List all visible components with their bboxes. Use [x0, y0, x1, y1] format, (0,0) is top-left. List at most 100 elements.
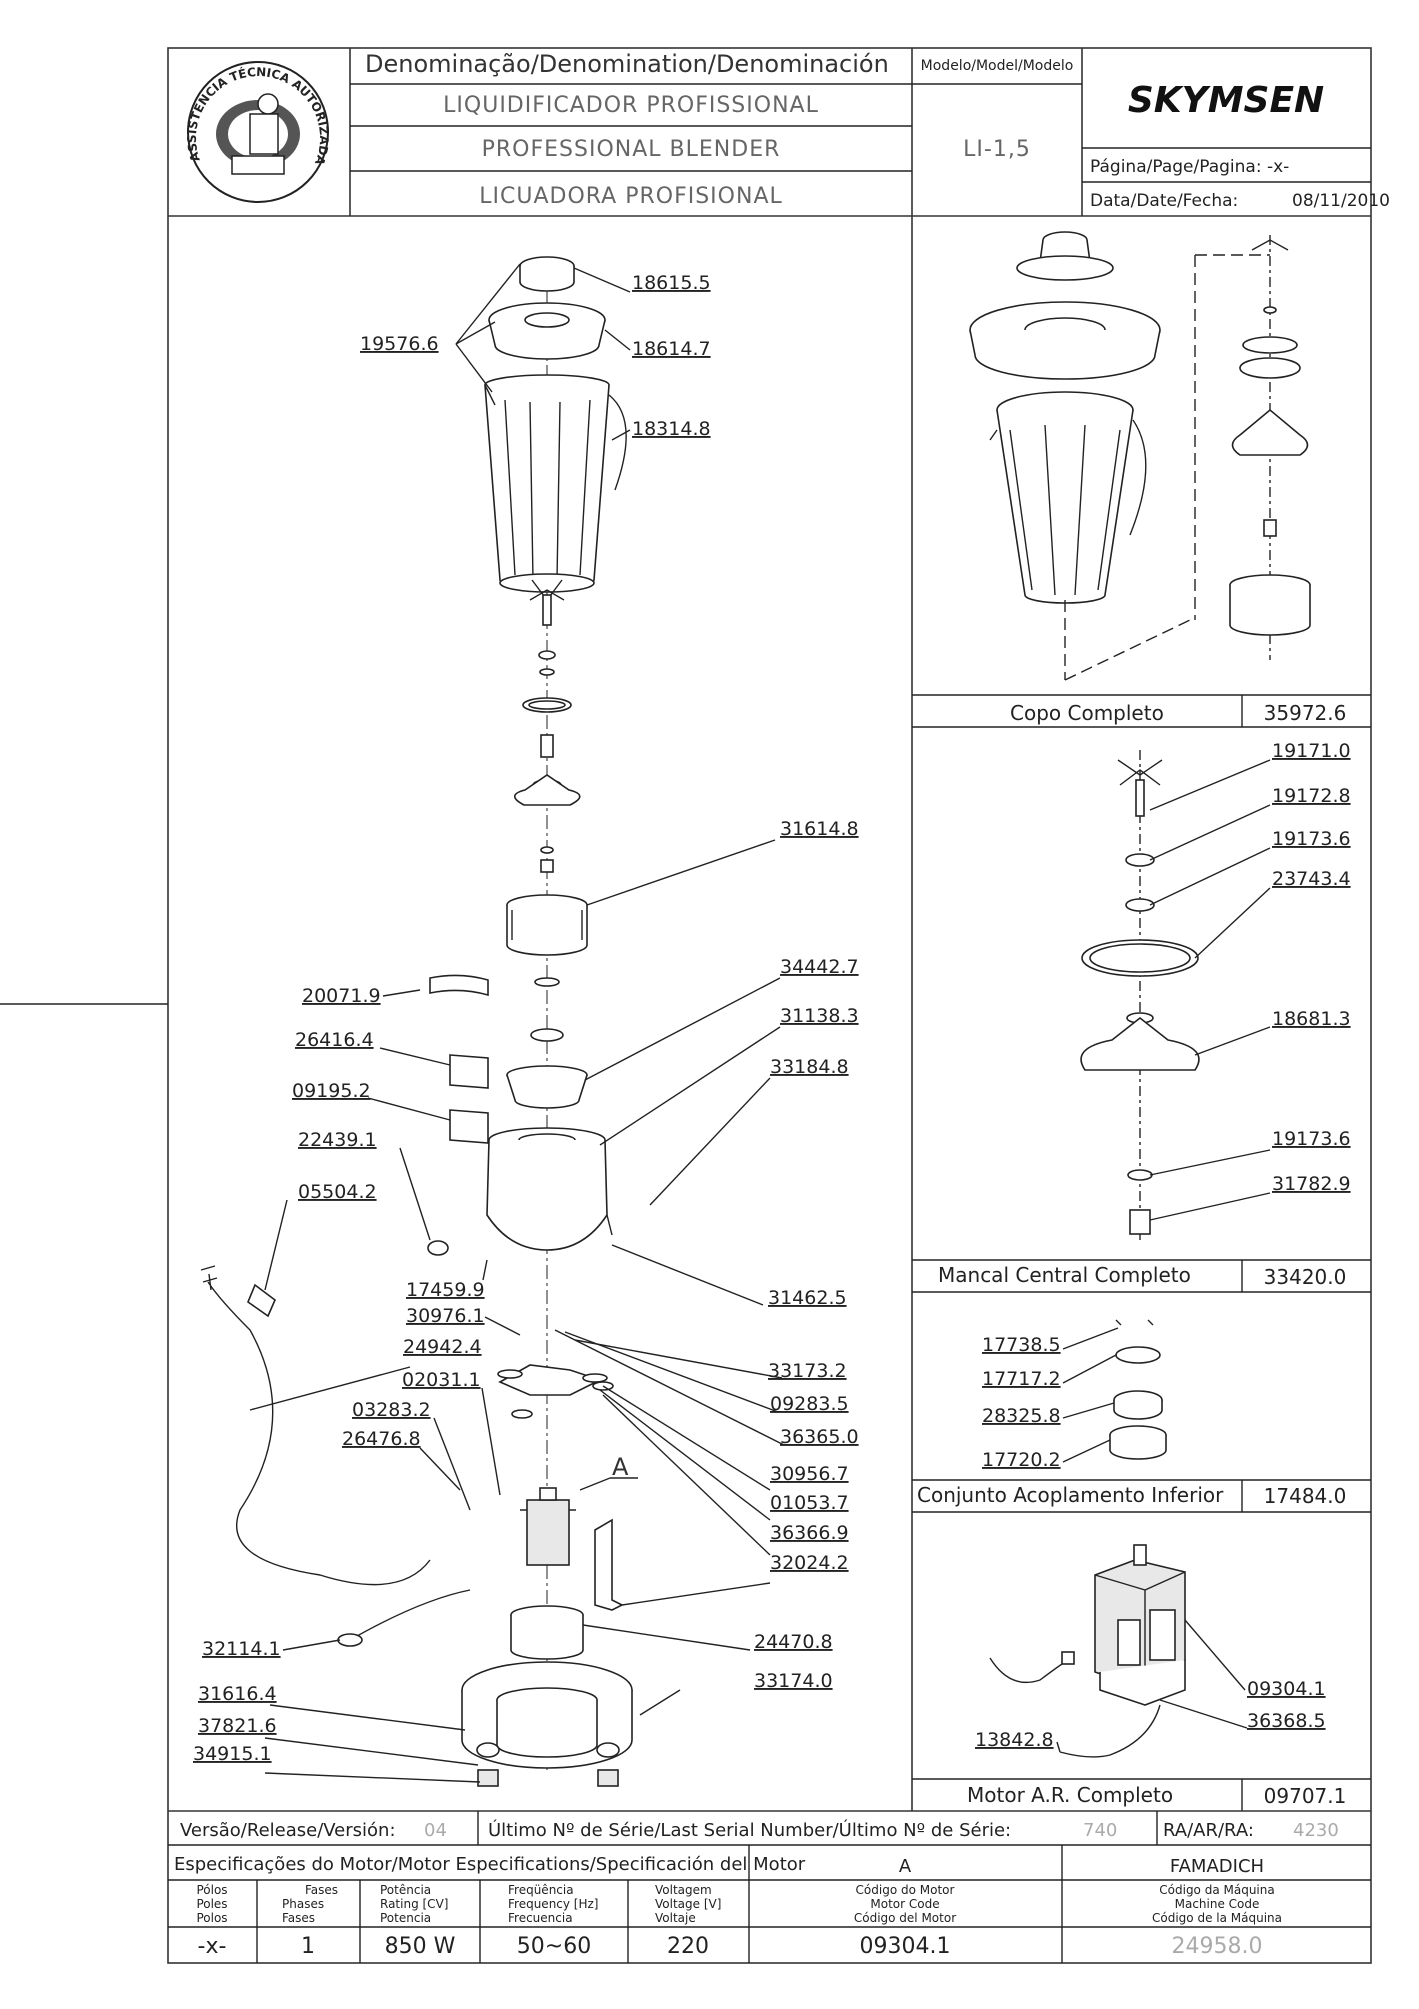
page-label: Página/Page/Pagina: -x-: [1090, 157, 1289, 177]
sticker: [449, 1054, 489, 1089]
part-label: 19171.0: [1272, 740, 1351, 762]
knob: [427, 1240, 449, 1256]
part-label: 31462.5: [768, 1287, 847, 1309]
part-label: 22439.1: [298, 1129, 377, 1151]
part-label: 33173.2: [768, 1360, 847, 1382]
label-plate: [429, 974, 489, 997]
part-label: 33174.0: [754, 1670, 833, 1692]
col-machine-code-l3: Código de la Máquina: [1152, 1911, 1282, 1925]
spec-column-headers: Pólos Poles Polos Fases Phases Fases Pot…: [196, 1883, 1282, 1925]
name-portuguese: LIQUIDIFICADOR PROFISSIONAL: [443, 93, 819, 118]
leader-lines: [249, 263, 785, 1783]
motor-view: [989, 1544, 1186, 1758]
part-label: 26416.4: [295, 1029, 374, 1051]
col-machine-code-l2: Machine Code: [1175, 1897, 1260, 1911]
motor-housing: [486, 1127, 613, 1251]
col-motor-code-l1: Código do Motor: [856, 1883, 955, 1897]
motor-labels: 09304.1 36368.5 13842.8: [975, 1678, 1326, 1751]
mancal-title: Mancal Central Completo: [938, 1263, 1191, 1287]
col-poles-l3: Polos: [196, 1911, 227, 1925]
denomination-label: Denominação/Denomination/Denominación: [365, 50, 889, 78]
value-phases: 1: [301, 1934, 315, 1959]
copo-view: [969, 231, 1311, 681]
part-label: 13842.8: [975, 1729, 1054, 1751]
part-label: 31614.8: [780, 818, 859, 840]
model-value: LI-1,5: [963, 137, 1031, 162]
acoplamento-leaders: [1062, 1327, 1119, 1463]
name-spanish: LICUADORA PROFISIONAL: [479, 184, 783, 209]
col-poles-l1: Pólos: [196, 1883, 227, 1897]
copo-code: 35972.6: [1264, 701, 1347, 725]
blender-base: [461, 1661, 633, 1787]
col-frequency-l1: Freqüência: [508, 1883, 574, 1897]
part-label: 24942.4: [403, 1336, 482, 1358]
col-voltage-l3: Voltaje: [655, 1911, 696, 1925]
mancal-view: [1080, 750, 1200, 1240]
part-label: 34442.7: [780, 956, 859, 978]
acoplamento-code: 17484.0: [1264, 1484, 1347, 1508]
washer: [534, 977, 560, 987]
mancal-leaders: [1149, 759, 1271, 1221]
col-voltage-l2: Voltage [V]: [655, 1897, 721, 1911]
part-label: 17738.5: [982, 1334, 1061, 1356]
part-label: 09283.5: [770, 1393, 849, 1415]
motor: [520, 1487, 576, 1566]
motor-mount-plate: [497, 1364, 614, 1419]
col-frequency-l2: Frequency [Hz]: [508, 1897, 599, 1911]
part-label: 05504.2: [298, 1181, 377, 1203]
part-label: 17717.2: [982, 1368, 1061, 1390]
ra-value: 4230: [1293, 1820, 1339, 1841]
part-label: 18681.3: [1272, 1008, 1351, 1030]
spec-a: A: [899, 1856, 912, 1877]
part-label: 33184.8: [770, 1056, 849, 1078]
part-label: 32114.1: [202, 1638, 281, 1660]
detail-marker-a: A: [612, 1453, 629, 1481]
brand-logo: SKYMSEN: [1128, 80, 1324, 121]
motor-leaders: [1056, 1619, 1248, 1753]
col-phases-l1: Fases: [305, 1883, 338, 1897]
serial-value: 740: [1083, 1820, 1117, 1841]
part-label: 31138.3: [780, 1005, 859, 1027]
part-label: 36366.9: [770, 1522, 849, 1544]
name-english: PROFESSIONAL BLENDER: [482, 137, 781, 162]
col-machine-code-l1: Código da Máquina: [1159, 1883, 1274, 1897]
drawing-frame: [0, 47, 1372, 1964]
mancal-labels: 19171.0 19172.8 19173.6 23743.4 18681.3 …: [1272, 740, 1351, 1195]
col-poles-l2: Poles: [196, 1897, 227, 1911]
base-cup: [510, 1605, 584, 1660]
blade-assembly: [513, 579, 581, 873]
spec-label: Especificações do Motor/Motor Especifica…: [174, 1854, 806, 1875]
col-rating-l3: Potencia: [380, 1911, 431, 1925]
part-label: 23743.4: [1272, 868, 1351, 890]
part-label: 19173.6: [1272, 828, 1351, 850]
date-value: 08/11/2010: [1292, 191, 1390, 211]
cord-clamp: [247, 1283, 276, 1318]
part-label: 36368.5: [1247, 1710, 1326, 1732]
lid-cap: [519, 256, 575, 292]
part-label: 09304.1: [1247, 1678, 1326, 1700]
part-label: 24470.8: [754, 1631, 833, 1653]
coupling: [530, 1028, 564, 1042]
part-label: 36365.0: [780, 1426, 859, 1448]
drive-coupling: [506, 1065, 588, 1109]
version-label: Versão/Release/Versión:: [180, 1820, 396, 1841]
col-voltage-l1: Voltagem: [655, 1883, 712, 1897]
motor-title: Motor A.R. Completo: [967, 1783, 1173, 1807]
part-label: 28325.8: [982, 1405, 1061, 1427]
col-rating-l1: Potência: [380, 1883, 431, 1897]
coupling-ring: [506, 894, 588, 956]
version-value: 04: [424, 1820, 447, 1841]
part-label: 30956.7: [770, 1463, 849, 1485]
value-voltage: 220: [667, 1934, 709, 1959]
spec-values: -x- 1 850 W 50~60 220 09304.1 24958.0: [198, 1934, 1263, 1959]
col-phases-l3: Fases: [282, 1911, 315, 1925]
ra-label: RA/AR/RA:: [1163, 1820, 1254, 1841]
value-motor-code: 09304.1: [860, 1934, 951, 1959]
part-label: 34915.1: [193, 1743, 272, 1765]
part-label: 18615.5: [632, 272, 711, 294]
col-phases-l2: Phases: [282, 1897, 324, 1911]
col-motor-code-l3: Código del Motor: [854, 1911, 956, 1925]
sticker: [449, 1109, 489, 1144]
part-label: 37821.6: [198, 1715, 277, 1737]
part-label: 01053.7: [770, 1492, 849, 1514]
